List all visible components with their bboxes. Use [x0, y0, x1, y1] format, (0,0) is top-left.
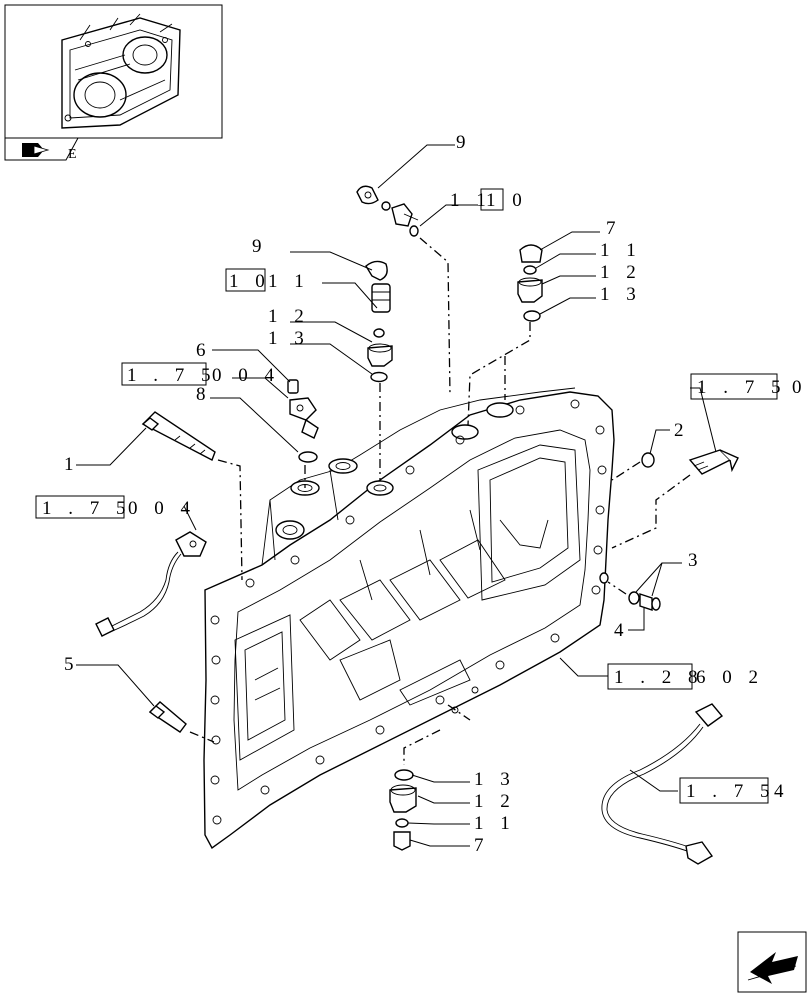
- part-9-cap-top[interactable]: [356, 185, 379, 205]
- callout-9-top[interactable]: 9: [456, 132, 472, 153]
- callout-13-right[interactable]: 1 3: [600, 284, 642, 305]
- sensor-harness-left[interactable]: [95, 531, 207, 637]
- part-3-4-seal-rings[interactable]: [599, 572, 661, 611]
- next-page-button[interactable]: [737, 931, 807, 993]
- callout-1[interactable]: 1: [64, 454, 80, 475]
- part-13-ring-left[interactable]: [370, 371, 388, 383]
- part-8-oring[interactable]: [298, 451, 318, 463]
- leader-lines: [76, 144, 717, 847]
- part-12-plug-bottom[interactable]: [389, 784, 417, 813]
- callout-ref-1-75-0-04-top-tail[interactable]: 0 0 4: [212, 365, 280, 386]
- part-5-bolt[interactable]: [148, 701, 187, 733]
- callout-ref-1-75-4[interactable]: 1 . 7 5: [686, 781, 776, 802]
- perimeter-bolt-holes: [210, 399, 607, 825]
- callout-ref-1-75-0-right-tail[interactable]: 0: [792, 377, 808, 398]
- part-11-ring-bottom[interactable]: [395, 818, 409, 828]
- callout-ref-1-75-0-04-left[interactable]: 1 . 7 5: [42, 498, 132, 519]
- callout-6[interactable]: 6: [196, 340, 212, 361]
- thumbnail-corner-letter: E: [68, 147, 77, 162]
- callout-7-top[interactable]: 7: [606, 218, 622, 239]
- callout-7-bottom[interactable]: 7: [474, 835, 490, 856]
- callout-4[interactable]: 4: [614, 620, 630, 641]
- callout-10-left[interactable]: 1 0: [229, 271, 271, 292]
- callout-11-left[interactable]: 1 1: [268, 271, 310, 292]
- callout-9-left[interactable]: 9: [252, 236, 268, 257]
- part-1-bolt[interactable]: [141, 411, 216, 461]
- callout-ref-1-75-0-04-left-tail[interactable]: 0 0 4: [128, 498, 196, 519]
- thumbnail-frame[interactable]: E: [4, 4, 223, 162]
- callout-ref-1-28-6-02[interactable]: 1 . 2 8: [614, 667, 704, 688]
- tractor-part-icon: [22, 143, 50, 157]
- callout-3[interactable]: 3: [688, 550, 704, 571]
- callout-2[interactable]: 2: [674, 420, 690, 441]
- callout-13-left[interactable]: 1 3: [268, 328, 310, 349]
- callout-ref-1-75-0-04-top[interactable]: 1 . 7 5: [127, 365, 217, 386]
- callout-11-top[interactable]: 1 1: [450, 190, 492, 211]
- callout-12-left[interactable]: 1 2: [268, 306, 310, 327]
- callout-13-bottom[interactable]: 1 3: [474, 769, 516, 790]
- part-11-breather-top[interactable]: [381, 201, 419, 237]
- callout-5[interactable]: 5: [64, 654, 80, 675]
- callout-ref-1-75-4-tail[interactable]: 4: [774, 781, 790, 802]
- assembly-lines: [189, 237, 691, 765]
- part-11-breather-left[interactable]: [371, 283, 391, 338]
- part-6-speed-sensor[interactable]: [287, 379, 319, 439]
- part-9-cap-left[interactable]: [365, 260, 388, 281]
- part-13-ring-bottom[interactable]: [394, 769, 414, 781]
- callout-ref-1-28-6-02-tail[interactable]: 6 0 2: [696, 667, 764, 688]
- part-13-ring-right[interactable]: [523, 310, 541, 322]
- thumbnail-tab[interactable]: E: [4, 137, 79, 162]
- callout-ref-1-75-0-right[interactable]: 1 . 7 5: [697, 377, 787, 398]
- callout-8[interactable]: 8: [196, 384, 212, 405]
- transmission-housing: [203, 387, 615, 850]
- arrow-next-icon: [747, 952, 798, 984]
- callout-12-right[interactable]: 1 2: [600, 262, 642, 283]
- callout-11-right[interactable]: 1 1: [600, 240, 642, 261]
- sensor-right[interactable]: [688, 449, 739, 475]
- harness-bottom-right[interactable]: [601, 703, 724, 865]
- part-11-ring-right[interactable]: [523, 265, 537, 275]
- part-12-plug-right[interactable]: [517, 277, 543, 303]
- part-7-cap-bottom[interactable]: [393, 831, 411, 851]
- part-12-plug-left[interactable]: [367, 343, 393, 367]
- part-7-cap-right[interactable]: [519, 244, 543, 263]
- callout-labels: 9 1 1 1 0 9 1 0 1 1 1 2 1 3 6 1 . 7 5 0 …: [35, 132, 808, 856]
- thumbnail-gearbox-image: [61, 13, 181, 129]
- callout-10-top[interactable]: 1 0: [486, 190, 528, 211]
- callout-11-bottom[interactable]: 1 1: [474, 813, 516, 834]
- callout-12-bottom[interactable]: 1 2: [474, 791, 516, 812]
- part-2-ring[interactable]: [641, 452, 655, 468]
